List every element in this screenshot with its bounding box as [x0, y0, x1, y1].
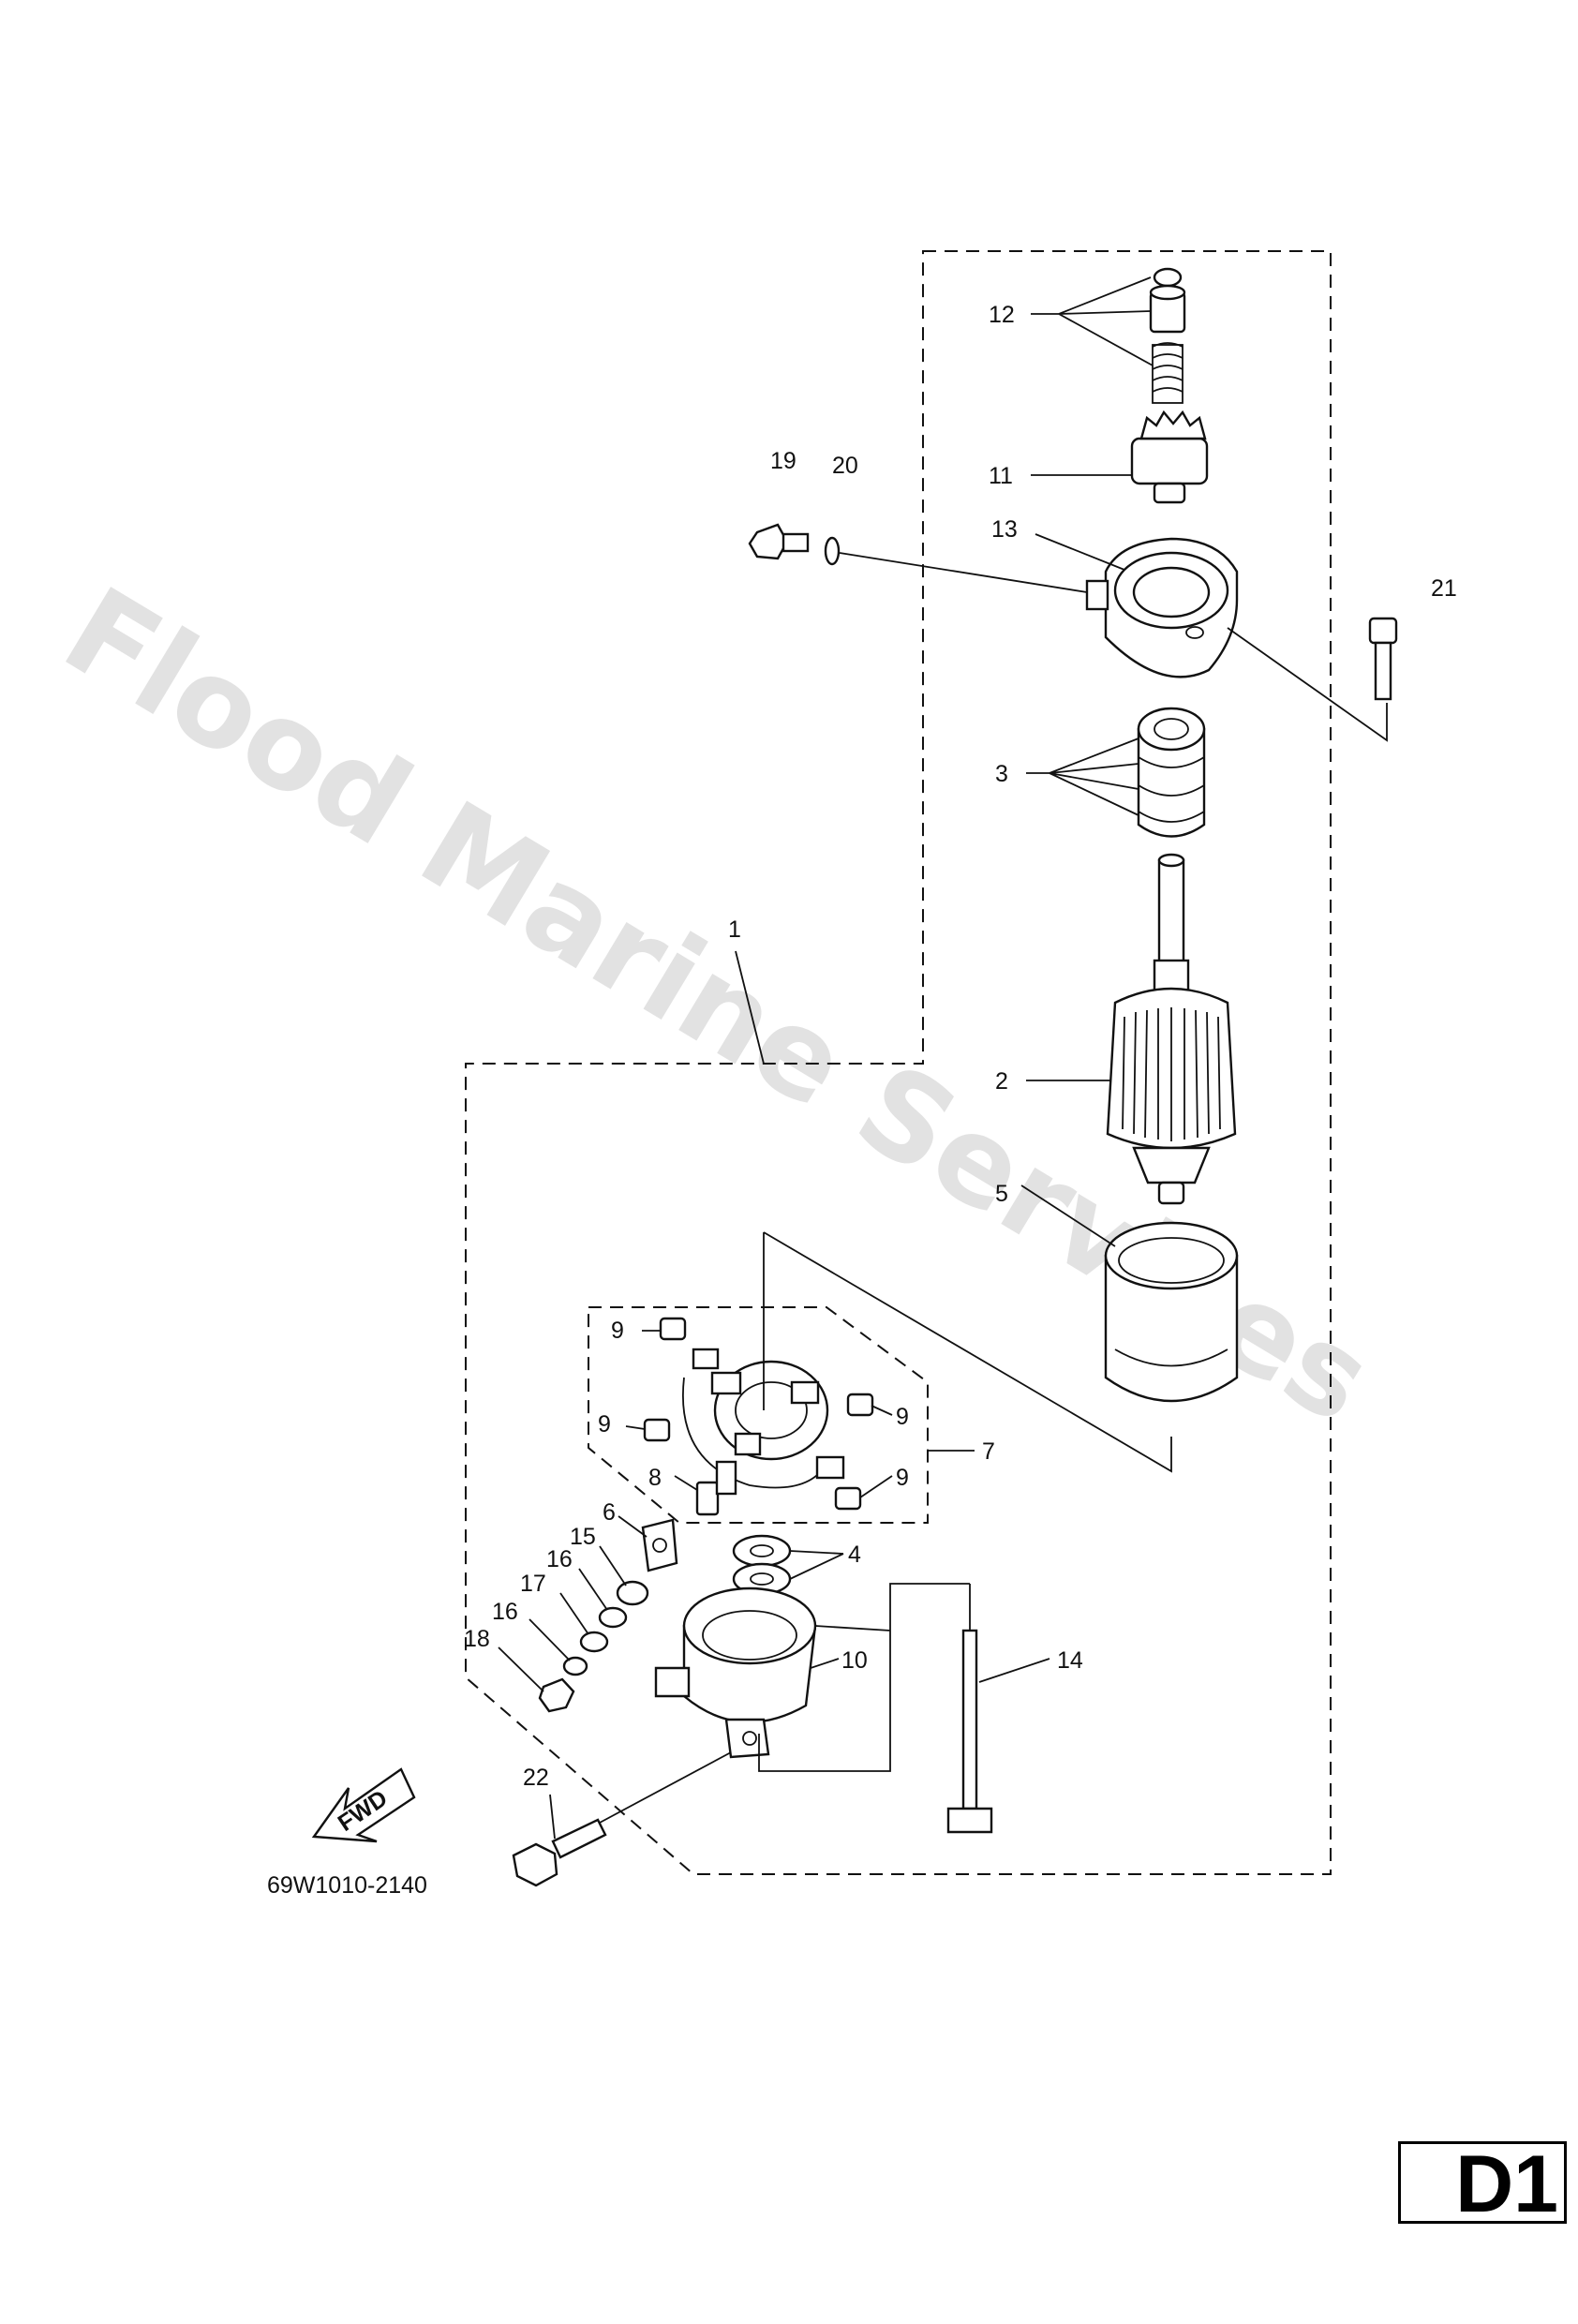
- callout-21: 21: [1431, 575, 1457, 602]
- assembly-boundary: [465, 250, 1332, 1875]
- callout-3: 3: [995, 761, 1008, 787]
- callout-22: 22: [523, 1765, 549, 1791]
- callout-20: 20: [832, 453, 858, 479]
- part-9-brush: [643, 1418, 671, 1442]
- callout-10: 10: [841, 1647, 868, 1674]
- part-18-nut: [538, 1677, 575, 1713]
- part-9-brush: [834, 1486, 862, 1511]
- callout-4: 4: [848, 1542, 861, 1568]
- callout-labels: 12 11 13 19 20 21 3 1 2 5 9 9 9 9 7 8 6 …: [267, 302, 1457, 1899]
- part-19-bolt: [748, 523, 810, 560]
- part-12-pinion-retainer-set: [1149, 267, 1186, 404]
- part-17-washer: [579, 1631, 609, 1653]
- callout-16b: 16: [492, 1599, 518, 1625]
- callout-9d: 9: [896, 1465, 909, 1491]
- callout-9a: 9: [611, 1318, 624, 1344]
- callout-11: 11: [989, 463, 1013, 489]
- callout-19: 19: [770, 448, 796, 474]
- part-9-brush: [659, 1317, 687, 1341]
- part-8-terminal-bolt: [695, 1460, 737, 1516]
- section-code: D1: [1455, 2141, 1558, 2224]
- callout-17: 17: [520, 1571, 546, 1597]
- callout-9c: 9: [598, 1411, 611, 1438]
- part-14-through-bolt: [946, 1629, 993, 1834]
- part-20-washer: [824, 536, 841, 566]
- callout-2: 2: [995, 1068, 1008, 1095]
- fwd-arrow-icon: FWD: [311, 1767, 416, 1843]
- part-3-thrust-washers: [1137, 707, 1206, 838]
- part-16-washer: [562, 1656, 588, 1676]
- part-10-rear-bracket: [654, 1587, 817, 1759]
- callout-18: 18: [464, 1626, 490, 1652]
- diagram-code: 69W1010-2140: [267, 1872, 427, 1899]
- callout-14: 14: [1057, 1647, 1083, 1674]
- part-9-brush: [846, 1393, 874, 1417]
- part-16-washer: [598, 1606, 628, 1629]
- callout-6: 6: [603, 1499, 616, 1526]
- part-13-front-bracket: [1085, 537, 1239, 678]
- part-4-washers: [732, 1534, 792, 1596]
- callout-1: 1: [728, 916, 741, 943]
- leader-lines: [498, 276, 1388, 1840]
- brush-holder-boundary: [588, 1306, 929, 1524]
- section-code-box: D1: [1398, 2141, 1567, 2224]
- part-7-brush-holder: [682, 1348, 845, 1489]
- callout-15: 15: [570, 1524, 596, 1550]
- callout-5: 5: [995, 1181, 1008, 1207]
- part-5-yoke: [1104, 1221, 1239, 1403]
- callout-16a: 16: [546, 1546, 573, 1572]
- callout-8: 8: [648, 1465, 662, 1491]
- callout-9b: 9: [896, 1404, 909, 1430]
- callout-12: 12: [989, 302, 1015, 328]
- part-6-plate: [641, 1518, 678, 1572]
- part-22-bolt: [512, 1818, 607, 1887]
- callout-7: 7: [982, 1438, 995, 1465]
- part-2-armature: [1106, 853, 1237, 1205]
- callout-13: 13: [991, 516, 1018, 543]
- part-11-pinion-gear: [1130, 410, 1209, 504]
- part-15-washer: [616, 1580, 649, 1606]
- part-21-screw: [1368, 617, 1398, 701]
